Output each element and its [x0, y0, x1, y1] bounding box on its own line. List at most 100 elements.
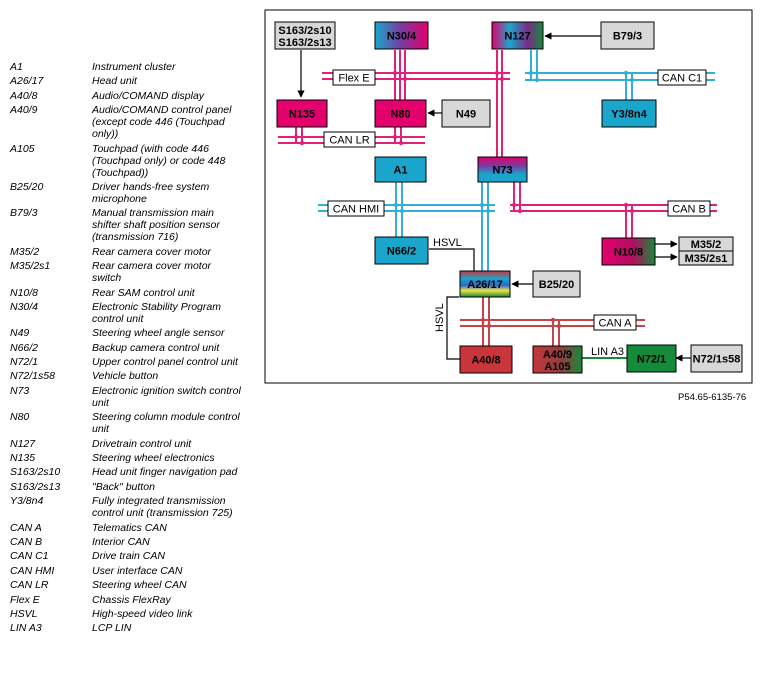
legend-abbr: A40/9 [10, 104, 38, 117]
box-b25-20: B25/20 [532, 270, 581, 298]
diagram-frame [264, 9, 753, 384]
bus-label-hsvl-vertical: HSVL [434, 303, 446, 332]
legend-abbr: A40/8 [10, 89, 38, 102]
legend-desc: Steering wheel angle sensor [92, 327, 225, 340]
legend-abbr: CAN A [10, 521, 42, 534]
svg-text:N135: N135 [289, 109, 315, 121]
box-a40-8: A40/8 [459, 345, 513, 374]
svg-text:Flex E: Flex E [338, 73, 369, 85]
legend-abbr: B25/20 [10, 180, 44, 193]
legend-abbr: M35/2 [10, 245, 40, 258]
legend-row: A26/17 Head unit [10, 75, 255, 87]
bus-label-can-lr: CAN LR [323, 131, 376, 148]
legend-row: M35/2 Rear camera cover motor [10, 246, 255, 258]
legend-desc: Manual transmission main shifter shaft p… [92, 207, 220, 244]
legend-desc: Vehicle button [92, 370, 159, 383]
legend-desc: Interior CAN [92, 535, 150, 548]
legend-abbr: M35/2s1 [10, 260, 51, 273]
legend-desc: Rear camera cover motor switch [92, 260, 212, 285]
legend-abbr: N66/2 [10, 341, 39, 354]
legend-desc: Rear camera cover motor [92, 245, 212, 258]
legend-abbr: LIN A3 [10, 622, 42, 635]
bus-label-can-a: CAN A [593, 314, 637, 331]
svg-text:M35/2s1: M35/2s1 [685, 253, 728, 265]
legend-abbr: CAN C1 [10, 550, 49, 563]
box-n127: N127 [491, 21, 544, 50]
legend-desc: Telematics CAN [92, 521, 167, 534]
legend-row: N66/2 Backup camera control unit [10, 342, 255, 354]
legend-desc: User interface CAN [92, 564, 183, 577]
bus-label-can-b: CAN B [667, 200, 711, 217]
box-a26-17: A26/17 [459, 270, 511, 298]
svg-text:N10/8: N10/8 [614, 247, 643, 259]
legend-desc: Backup camera control unit [92, 341, 220, 354]
svg-text:N73: N73 [492, 165, 512, 177]
svg-text:N72/1: N72/1 [637, 354, 666, 366]
legend-abbr: N135 [10, 452, 36, 465]
hsvl-links [429, 248, 475, 360]
svg-text:N30/4: N30/4 [387, 31, 417, 43]
box-m35-2: M35/2 [678, 236, 734, 252]
legend-row: CAN B Interior CAN [10, 536, 255, 548]
box-n66-2: N66/2 [374, 236, 429, 265]
svg-text:A1: A1 [393, 165, 407, 177]
box-n30-4: N30/4 [374, 21, 429, 50]
legend-desc: Audio/COMAND control panel (except code … [92, 104, 232, 141]
svg-text:CAN A: CAN A [598, 318, 632, 330]
svg-text:N80: N80 [390, 109, 410, 121]
svg-text:CAN LR: CAN LR [329, 135, 369, 147]
legend-row: CAN A Telematics CAN [10, 522, 255, 534]
svg-text:B25/20: B25/20 [539, 279, 574, 291]
svg-text:N72/1s58: N72/1s58 [693, 354, 741, 366]
legend-abbr: N10/8 [10, 286, 39, 299]
legend-abbr: CAN LR [10, 579, 49, 592]
svg-text:S163/2s10: S163/2s10 [278, 25, 331, 37]
legend-abbr: A26/17 [10, 75, 44, 88]
figure-reference: P54.65-6135-76 [678, 392, 747, 403]
svg-text:A40/9: A40/9 [543, 349, 572, 361]
legend-row: CAN HMI User interface CAN [10, 565, 255, 577]
legend-desc: "Back" button [92, 480, 155, 493]
svg-text:A26/17: A26/17 [467, 279, 502, 291]
bus-label-can-c1: CAN C1 [657, 69, 707, 86]
legend-abbr: N127 [10, 437, 36, 450]
legend-row: A40/9 Audio/COMAND control panel (except … [10, 104, 255, 140]
legend-desc: Drive train CAN [92, 550, 165, 563]
svg-text:B79/3: B79/3 [613, 31, 642, 43]
legend-abbr: N80 [10, 411, 30, 424]
legend-row: N73 Electronic ignition switch control un… [10, 385, 255, 409]
svg-text:Y3/8n4: Y3/8n4 [611, 109, 647, 121]
svg-text:N66/2: N66/2 [387, 246, 416, 258]
legend-abbr: N73 [10, 384, 30, 397]
legend-desc: Touchpad (with code 446 (Touchpad only) … [92, 142, 226, 179]
legend-desc: Driver hands-free system microphone [92, 180, 210, 205]
svg-text:CAN C1: CAN C1 [662, 73, 702, 85]
box-n73: N73 [477, 156, 528, 183]
legend-desc: Rear SAM control unit [92, 286, 195, 299]
legend-abbr: Y3/8n4 [10, 495, 44, 508]
legend-desc: High-speed video link [92, 607, 193, 620]
svg-text:N127: N127 [504, 31, 530, 43]
legend-abbr: CAN HMI [10, 564, 55, 577]
legend-desc: Electronic ignition switch control unit [92, 384, 241, 409]
legend-desc: Head unit [92, 75, 137, 88]
box-n80: N80 [374, 99, 427, 128]
bus-label-hsvl-horizontal: HSVL [433, 237, 462, 249]
box-a40-9: A40/9 A105 [532, 345, 583, 374]
legend-abbr: CAN B [10, 535, 43, 548]
